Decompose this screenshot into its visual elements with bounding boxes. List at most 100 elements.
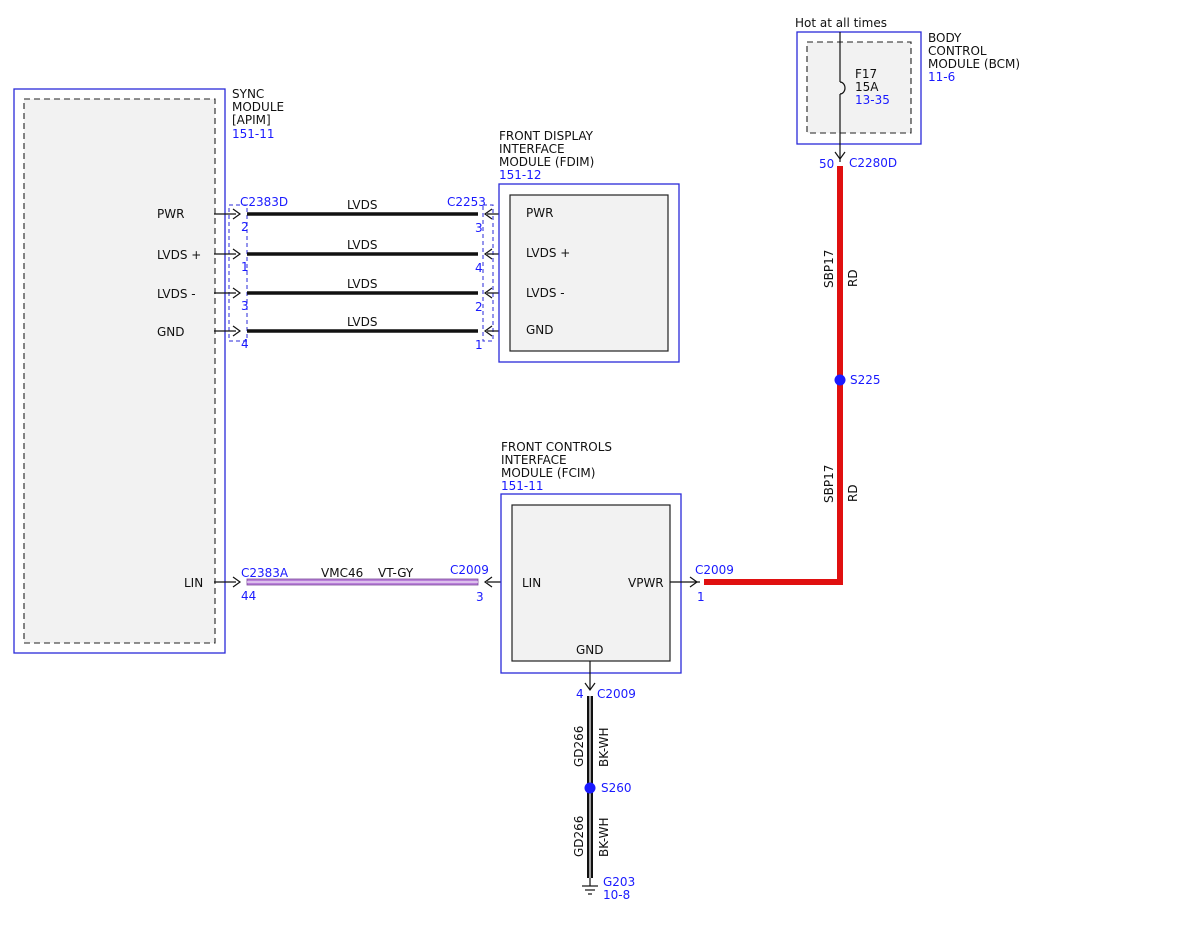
sync-module: SYNC MODULE [APIM] 151-11 PWR LVDS + LVD… [13,87,284,654]
bcm-name-2: CONTROL [928,44,987,58]
lvds-wire-label: LVDS [347,315,377,329]
pin-number: 44 [241,589,256,603]
lvds-wire-label: LVDS [347,198,377,212]
connector-arrow-icon [232,287,242,299]
ground-color-lower: BK-WH [597,817,611,857]
connector-c2383a: C2383A [241,566,289,580]
ground-icon [582,878,598,895]
pin-number: 4 [576,687,584,701]
c2383d-connector-outline [228,204,248,342]
bcm-name-3: MODULE (BCM) [928,57,1020,71]
fcim-pin-gnd: GND [576,643,604,657]
fcim-ref: 151-11 [501,479,544,493]
fcim-name-1: FRONT CONTROLS [501,440,612,454]
pin-number: 2 [241,220,249,234]
pin-number: 50 [819,157,834,171]
connector-c2009-vpwr: C2009 [695,563,734,577]
connector-arrow-icon [232,208,242,220]
fdim-pin-pwr: PWR [526,206,553,220]
fdim-name-3: MODULE (FDIM) [499,155,594,169]
fdim-ref: 151-12 [499,168,542,182]
connector-c2009-gnd: C2009 [597,687,636,701]
fdim-pin-gnd: GND [526,323,554,337]
sync-module-name-3: [APIM] [232,113,271,127]
bcm-ref: 11-6 [928,70,955,84]
fdim-name-2: INTERFACE [499,142,565,156]
sync-pin-lvds-plus: LVDS + [157,248,201,262]
connector-arrow-icon [483,287,493,299]
sync-pin-lin: LIN [184,576,203,590]
connector-arrow-icon [232,325,242,337]
sync-module-name-1: SYNC [232,87,264,101]
pin-number: 3 [476,590,484,604]
connector-c2383d: C2383D [240,195,288,209]
fcim-pin-vpwr: VPWR [628,576,664,590]
ground-wire: 4 C2009 S260 GD266 BK-WH GD266 BK-WH G20… [572,661,636,902]
fcim-module: FRONT CONTROLS INTERFACE MODULE (FCIM) 1… [500,440,682,674]
fdim-inner [509,194,669,352]
sync-module-ref: 151-11 [232,127,275,141]
power-color-lower: RD [846,484,860,502]
pin-number: 2 [475,300,483,314]
ground-ref: 10-8 [603,888,630,902]
lin-wire-color: VT-GY [378,566,414,580]
lvds-wire-gnd: LVDS 4 1 [214,315,510,352]
lvds-wire-minus: LVDS 3 2 [214,277,510,314]
power-wire: C2009 1 SBP17 RD SBP17 RD S225 [670,166,881,604]
lvds-wire-pwr: LVDS 2 3 [214,198,510,235]
fuse-name: F17 [855,67,877,81]
pin-number: 3 [241,299,249,313]
lvds-wire-plus: LVDS 1 4 [214,238,510,275]
sync-pin-pwr: PWR [157,207,184,221]
fdim-pin-lvds-plus: LVDS + [526,246,570,260]
connector-arrow-icon [483,208,493,220]
splice-s260-dot [584,782,596,794]
connector-arrow-icon [834,151,846,161]
fcim-name-2: INTERFACE [501,453,567,467]
fdim-name-1: FRONT DISPLAY [499,129,594,143]
connector-arrow-icon [232,248,242,260]
sync-module-inner [23,98,216,644]
pin-number: 1 [475,338,483,352]
connector-arrow-icon [232,576,242,588]
ground-name: G203 [603,875,635,889]
fcim-name-3: MODULE (FCIM) [501,466,595,480]
bcm-name-1: BODY [928,31,962,45]
hot-at-all-times-label: Hot at all times [795,16,887,30]
power-circuit-upper: SBP17 [822,250,836,288]
ground-circuit-lower: GD266 [572,816,586,857]
power-circuit-lower: SBP17 [822,465,836,503]
lvds-wire-label: LVDS [347,238,377,252]
fcim-pin-lin: LIN [522,576,541,590]
sync-module-name-2: MODULE [232,100,284,114]
splice-s225-dot [834,374,846,386]
lin-wire: C2383A 44 VMC46 VT-GY C2009 3 [214,563,512,604]
pin-number: 3 [475,221,483,235]
power-color-upper: RD [846,269,860,287]
pin-number: 4 [475,261,483,275]
pin-number: 4 [241,337,249,351]
bcm-inner [806,41,912,134]
connector-arrow-icon [483,576,493,588]
ground-circuit-upper: GD266 [572,726,586,767]
lvds-wire-label: LVDS [347,277,377,291]
connector-arrow-icon [483,325,493,337]
splice-s225: S225 [850,373,881,387]
fuse-ref: 13-35 [855,93,890,107]
sync-pin-lvds-minus: LVDS - [157,287,196,301]
bcm-module: Hot at all times BODY CONTROL MODULE (BC… [795,16,1020,171]
c2253-connector-outline [482,204,494,342]
fdim-module: FRONT DISPLAY INTERFACE MODULE (FDIM) 15… [498,129,680,363]
connector-c2009-lin: C2009 [450,563,489,577]
connector-arrow-icon [584,682,596,692]
lin-circuit: VMC46 [321,566,363,580]
splice-s260: S260 [601,781,632,795]
connector-c2280d: C2280D [849,156,897,170]
fcim-inner [511,504,671,662]
fdim-pin-lvds-minus: LVDS - [526,286,565,300]
pin-number: 1 [697,590,705,604]
fuse-icon [839,81,846,95]
sync-pin-gnd: GND [157,325,185,339]
pin-number: 1 [241,260,249,274]
